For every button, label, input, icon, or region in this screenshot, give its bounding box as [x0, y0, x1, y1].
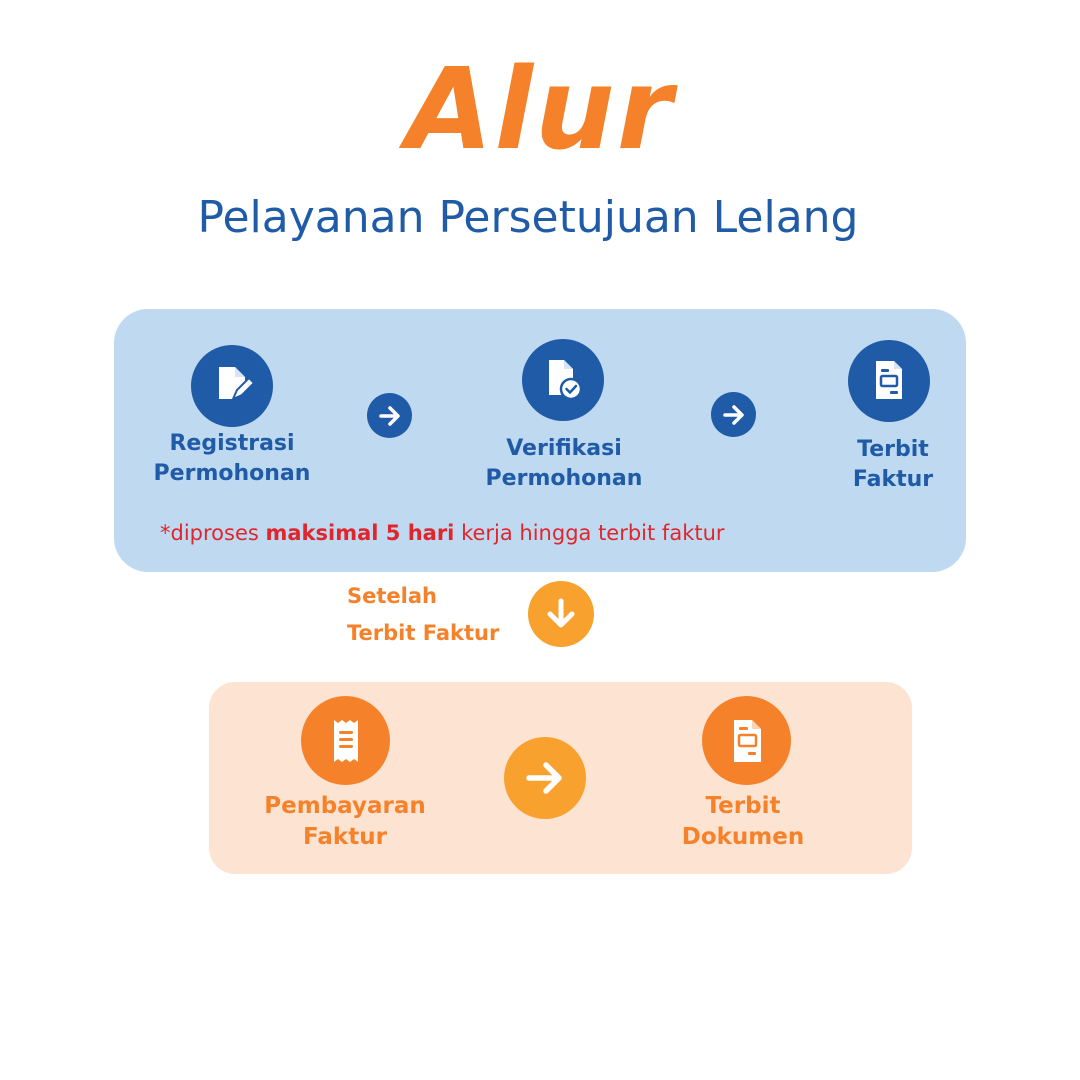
- step-terbit-faktur-line1: Terbit: [857, 437, 929, 462]
- transition-line2: Terbit Faktur: [347, 621, 500, 645]
- arrow-down-icon: [528, 581, 594, 647]
- arrow-right-icon: [711, 392, 756, 437]
- step-terbit-dokumen-label: Terbit Dokumen: [643, 791, 843, 853]
- note-prefix: *diproses: [160, 521, 266, 545]
- step-terbit-faktur-line2: Faktur: [852, 467, 934, 492]
- step-registrasi-label: Registrasi Permohonan: [132, 429, 332, 489]
- document-check-icon: [522, 339, 604, 421]
- invoice-document-icon: [848, 340, 930, 422]
- step-registrasi-line1: Registrasi: [169, 431, 295, 456]
- arrow-right-icon: [367, 393, 412, 438]
- note-emphasis: maksimal 5 hari: [265, 521, 455, 545]
- page-title: Alur: [405, 45, 675, 175]
- step-terbit-faktur-label: Terbit Faktur: [833, 435, 953, 495]
- page-subtitle: Pelayanan Persetujuan Lelang: [197, 192, 859, 243]
- step-verifikasi-label: Verifikasi Permohonan: [464, 434, 664, 494]
- processing-time-note: *diproses maksimal 5 hari kerja hingga t…: [160, 518, 880, 548]
- step-verifikasi-line2: Permohonan: [485, 466, 643, 491]
- receipt-icon: [301, 696, 390, 785]
- document-edit-icon: [191, 345, 273, 427]
- note-suffix: kerja hingga terbit faktur: [454, 521, 725, 545]
- step-pembayaran-line1: Pembayaran: [264, 793, 426, 819]
- transition-line1: Setelah: [347, 584, 437, 608]
- step-verifikasi-line1: Verifikasi: [506, 436, 622, 461]
- step-registrasi-line2: Permohonan: [153, 461, 311, 486]
- arrow-right-icon: [504, 737, 586, 819]
- step-pembayaran-label: Pembayaran Faktur: [245, 791, 445, 853]
- step-pembayaran-line2: Faktur: [303, 824, 387, 850]
- document-icon: [702, 696, 791, 785]
- transition-label: Setelah Terbit Faktur: [347, 578, 499, 652]
- step-terbit-dokumen-line1: Terbit: [705, 793, 781, 819]
- step-terbit-dokumen-line2: Dokumen: [681, 824, 805, 850]
